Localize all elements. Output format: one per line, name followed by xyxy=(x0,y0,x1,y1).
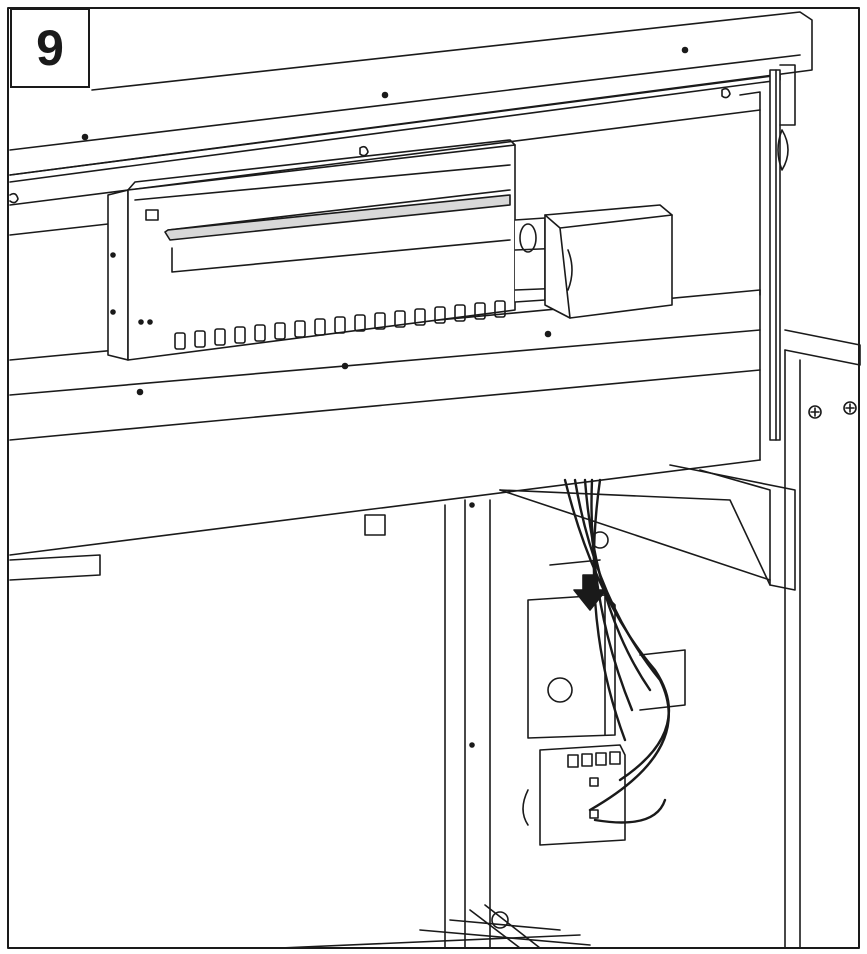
ignition-box xyxy=(527,594,686,739)
burner-housing xyxy=(107,139,516,361)
vent-slots xyxy=(174,300,506,350)
screw-icon xyxy=(808,405,822,419)
screw-icon xyxy=(843,401,857,415)
valve-assembly xyxy=(514,204,673,319)
step-number-badge: 9 xyxy=(10,8,90,88)
figure-border xyxy=(7,7,860,949)
wire-bundle xyxy=(549,478,670,824)
bottom-rack xyxy=(279,904,591,949)
down-arrow-icon xyxy=(573,574,607,611)
step-number: 9 xyxy=(36,20,64,76)
right-side-panel xyxy=(769,64,861,949)
clip-icon xyxy=(359,145,369,157)
clip-icon xyxy=(721,87,731,99)
cabinet-frame xyxy=(9,499,491,949)
battery-module xyxy=(522,744,626,846)
lower-bracket xyxy=(499,464,796,591)
